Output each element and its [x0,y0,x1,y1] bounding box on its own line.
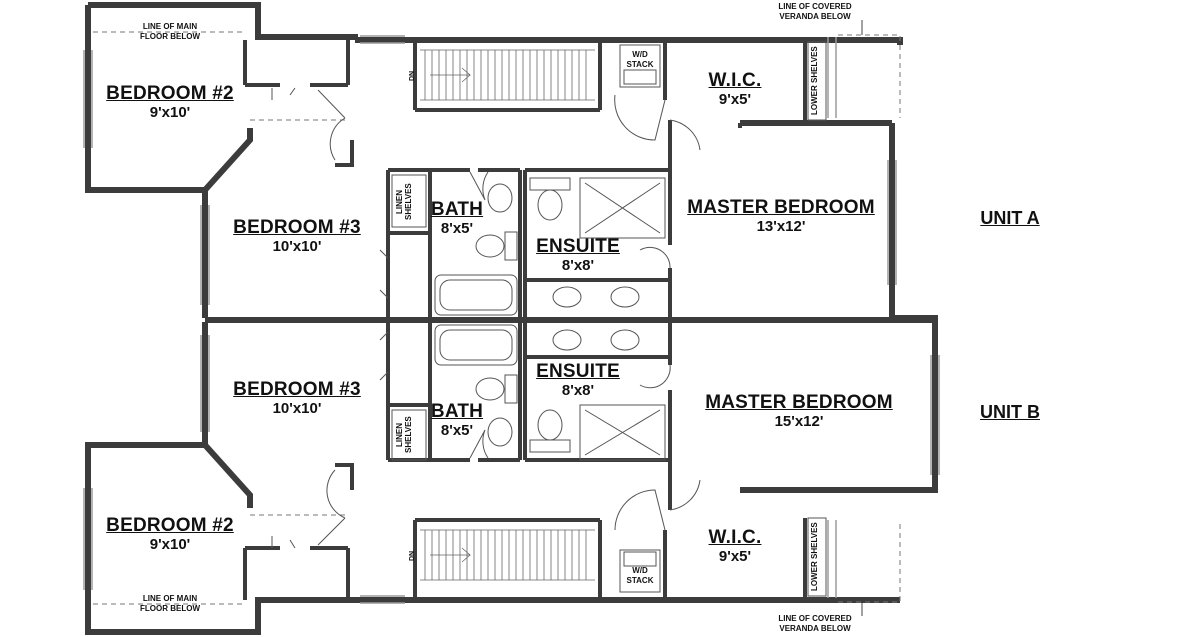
room-name: ENSUITE [536,361,620,382]
unit-b-wic: W.I.C. 9'x5' [690,527,780,566]
unit-a-master-bedroom: MASTER BEDROOM 13'x12' [672,197,890,236]
room-dims: 15'x12' [774,413,824,430]
room-name: ENSUITE [536,236,620,257]
unit-a-bedroom3: BEDROOM #3 10'x10' [212,217,382,256]
unit-b-master-bedroom: MASTER BEDROOM 15'x12' [690,392,908,431]
stair-dn-label-b: DN [409,550,416,562]
lower-shelves-label-a: LOWER SHELVES [810,46,819,116]
room-dims: 9'x10' [149,536,191,553]
unit-b-label: UNIT B [980,402,1040,422]
unit-b-ensuite: ENSUITE 8'x8' [528,361,628,400]
room-name: MASTER BEDROOM [687,197,875,218]
room-dims: 9'x5' [718,548,752,565]
room-name: BATH [430,401,484,422]
room-dims: 9'x5' [718,91,752,108]
room-name: BEDROOM #3 [233,217,361,238]
room-name: BEDROOM #3 [233,379,361,400]
unit-a-wic: W.I.C. 9'x5' [690,70,780,109]
stair-dn-label-a: DN [409,70,416,82]
unit-b-bath: BATH 8'x5' [424,401,490,440]
unit-a-ensuite: ENSUITE 8'x8' [528,236,628,275]
stairs [420,49,595,581]
room-dims: 8'x5' [440,220,474,237]
fixtures [391,41,827,597]
interior-walls [243,40,807,600]
lower-shelves-label-b: LOWER SHELVES [810,522,819,592]
room-dims: 10'x10' [272,400,322,417]
room-name: W.I.C. [708,527,762,548]
unit-b-bedroom3: BEDROOM #3 10'x10' [212,379,382,418]
room-name: W.I.C. [708,70,762,91]
room-dims: 8'x8' [561,257,595,274]
exterior-walls [85,2,938,635]
room-dims: 13'x12' [756,218,806,235]
room-name: BEDROOM #2 [106,515,234,536]
unit-a-label: UNIT A [980,208,1040,228]
unit-a-bedroom2: BEDROOM #2 9'x10' [90,83,250,122]
room-name: BATH [430,199,484,220]
dashed-lines [93,31,901,605]
room-name: MASTER BEDROOM [705,392,893,413]
unit-a-bath: BATH 8'x5' [424,199,490,238]
room-dims: 8'x5' [440,422,474,439]
room-dims: 10'x10' [272,238,322,255]
unit-b-bedroom2: BEDROOM #2 9'x10' [90,515,250,554]
room-name: BEDROOM #2 [106,83,234,104]
windows [83,35,940,604]
room-dims: 8'x8' [561,382,595,399]
room-dims: 9'x10' [149,104,191,121]
door-swings [271,87,701,549]
